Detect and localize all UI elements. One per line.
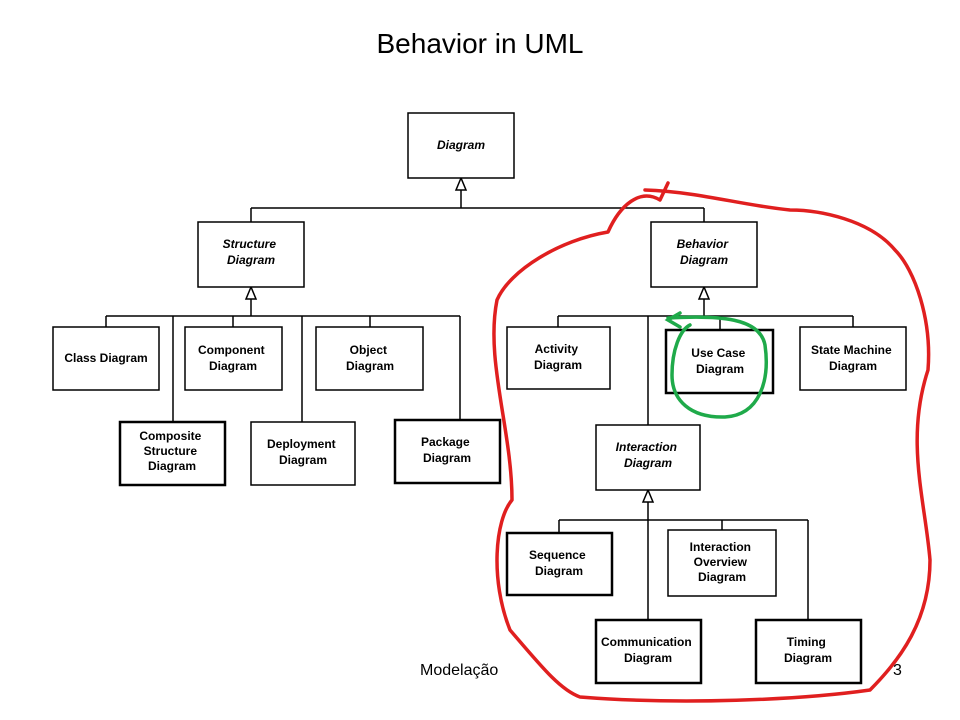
sequence-label-2: Diagram [535, 564, 583, 578]
svg-text:Use Case Diagram: Use Case Diagram [691, 346, 748, 376]
diagram-label: Diagram [437, 138, 485, 152]
component-label-2: Diagram [209, 359, 257, 373]
diagram-node: Diagram [407, 112, 515, 179]
overview-label-2: Overview [694, 555, 748, 569]
interaction-label-2: Diagram [624, 456, 672, 470]
generalization-arrows [244, 176, 711, 503]
behavior-label-1: Behavior [677, 237, 730, 251]
structure-label-1: Structure [223, 237, 277, 251]
timing-label-1: Timing [787, 635, 826, 649]
deployment-diagram-node: Deployment Diagram [250, 421, 356, 486]
package-label-1: Package [421, 435, 470, 449]
package-label-2: Diagram [423, 451, 471, 465]
interaction-diagram-node: Interaction Diagram [595, 424, 701, 491]
green-arrowhead [664, 311, 682, 329]
timing-label-2: Diagram [784, 651, 832, 665]
svg-text:Composite Structure: Composite Structure Diagram [139, 429, 204, 473]
activity-label-2: Diagram [534, 358, 582, 372]
svg-text:Sequence Diagram: Sequence Diagram [529, 548, 589, 578]
svg-text:Behavior Diagram: Behavior Diagram [677, 237, 732, 267]
svg-text:Object Diagram: Object Diagram [346, 343, 394, 373]
activity-label-1: Activity [535, 342, 579, 356]
page-number: 3 [893, 662, 902, 679]
svg-text:Class Diagram: Class Diagram [64, 351, 147, 365]
arrow-to-behavior [697, 285, 711, 300]
svg-text:Interaction Diagram: Interaction Diagram [616, 440, 681, 470]
object-diagram-node: Object Diagram [315, 326, 424, 391]
composite-label-2: Structure [144, 444, 198, 458]
activity-diagram-node: Activity Diagram [506, 326, 611, 390]
communication-label-1: Communication [601, 635, 692, 649]
class-label: Class Diagram [64, 351, 147, 365]
component-diagram-node: Component Diagram [184, 326, 283, 391]
communication-diagram-node: Communication Diagram [594, 618, 703, 685]
deployment-label-2: Diagram [279, 453, 327, 467]
footer-label: Modelação [420, 662, 499, 679]
communication-label-2: Diagram [624, 651, 672, 665]
interaction-overview-diagram-node: Interaction Overview Diagram [667, 529, 777, 597]
state-machine-diagram-node: State Machine Diagram [799, 326, 907, 391]
overview-label-3: Diagram [698, 570, 746, 584]
arrow-to-interaction [641, 488, 655, 503]
svg-text:State Machine Diagram: State Machine Diagram [811, 343, 895, 373]
svg-text:Diagram: Diagram [437, 138, 485, 152]
svg-text:Activity Diagram: Activity Diagram [534, 342, 582, 372]
arrow-to-diagram [454, 176, 468, 191]
svg-text:Communication Diagram: Communication Diagram [601, 635, 695, 665]
use-case-diagram-node: Use Case Diagram [664, 328, 775, 395]
interaction-label-1: Interaction [616, 440, 677, 454]
package-diagram-node: Package Diagram [393, 418, 502, 485]
class-diagram-node: Class Diagram [52, 326, 160, 391]
overview-label-1: Interaction [690, 540, 751, 554]
slide-title: Behavior in UML [376, 28, 584, 59]
structure-label-2: Diagram [227, 253, 275, 267]
svg-text:Structure Diagram: Structure Diagram [223, 237, 280, 267]
composite-label-1: Composite [139, 429, 201, 443]
composite-structure-diagram-node: Composite Structure Diagram [118, 420, 227, 487]
object-label-2: Diagram [346, 359, 394, 373]
usecase-label-2: Diagram [696, 362, 744, 376]
statemachine-label-1: State Machine [811, 343, 892, 357]
svg-text:Component Diagram: Component Diagram [198, 343, 268, 373]
svg-text:Timing Diagram: Timing Diagram [784, 635, 832, 665]
red-highlight-annotation [492, 181, 932, 703]
deployment-label-1: Deployment [267, 437, 336, 451]
composite-label-3: Diagram [148, 459, 196, 473]
usecase-label-1: Use Case [691, 346, 745, 360]
svg-text:Deployment Diagram: Deployment Diagram [267, 437, 339, 467]
svg-text:Package Diagram: Package Diagram [421, 435, 473, 465]
structure-diagram-node: Structure Diagram [197, 221, 305, 288]
svg-text:Interaction Overview: Interaction Overview Diagram [690, 540, 755, 584]
component-label-1: Component [198, 343, 265, 357]
green-highlight-annotation [666, 315, 768, 419]
arrow-to-structure [244, 285, 258, 300]
sequence-label-1: Sequence [529, 548, 586, 562]
behavior-label-2: Diagram [680, 253, 728, 267]
timing-diagram-node: Timing Diagram [754, 618, 863, 685]
sequence-diagram-node: Sequence Diagram [505, 531, 614, 597]
object-label-1: Object [350, 343, 387, 357]
statemachine-label-2: Diagram [829, 359, 877, 373]
behavior-diagram-node: Behavior Diagram [650, 221, 758, 288]
